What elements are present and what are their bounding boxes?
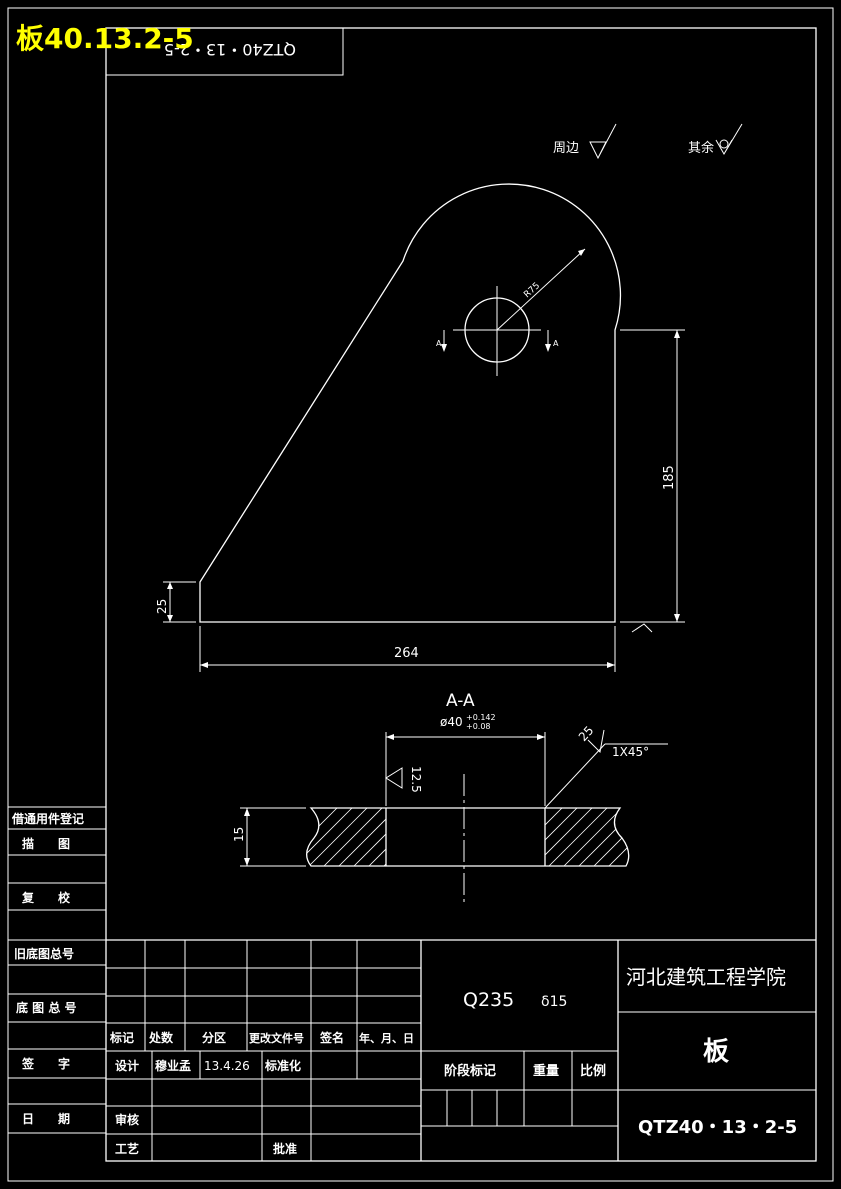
header-mark: 标记	[109, 1030, 134, 1045]
width-dimension: 264	[394, 646, 419, 661]
header-count: 处数	[148, 1030, 174, 1045]
section-body	[306, 807, 630, 867]
inner-border	[105, 27, 817, 1162]
institution: 河北建筑工程学院	[626, 965, 786, 989]
chamfer-label: 1X45°	[612, 745, 649, 759]
section-mark-left: A	[436, 339, 442, 348]
left-borrowed: 借通用件登记	[11, 811, 84, 826]
process-label: 工艺	[115, 1141, 139, 1156]
inverted-code-box	[105, 27, 344, 76]
approve-label: 批准	[273, 1141, 297, 1156]
review-label: 审核	[115, 1112, 139, 1127]
left-side-panel	[8, 806, 106, 1134]
header-date: 年、月、日	[359, 1031, 414, 1045]
left-date: 日 期	[22, 1111, 70, 1126]
roughness-other-label: 其余	[688, 140, 714, 156]
thickness-dimension: 15	[232, 827, 246, 842]
left-base: 底 图 总 号	[16, 1000, 77, 1015]
header-zone: 分区	[202, 1030, 226, 1045]
surface-roughness: 12.5	[409, 766, 423, 793]
section-title: A-A	[446, 691, 475, 711]
plate-thickness: δ15	[541, 994, 567, 1010]
material: Q235	[463, 989, 514, 1011]
inverted-code: QTZ40・13・2-5	[164, 40, 296, 59]
drawing-number: QTZ40・13・2-5	[638, 1117, 797, 1138]
stage-label: 阶段标记	[444, 1063, 496, 1079]
left-check: 复 校	[21, 890, 71, 905]
left-height-dimension: 25	[155, 599, 169, 614]
scale-label: 比例	[580, 1063, 606, 1079]
hatch-left	[306, 808, 386, 866]
left-old-base: 旧底图总号	[14, 946, 74, 961]
roughness-perimeter-icon	[589, 123, 617, 160]
title-block-grid	[106, 939, 816, 1161]
standard-label: 标准化	[264, 1058, 301, 1073]
design-date: 13.4.26	[204, 1059, 250, 1073]
tolerance-upper: +0.142	[466, 713, 496, 722]
tolerance-lower: +0.08	[466, 722, 491, 731]
weight-label: 重量	[533, 1063, 559, 1079]
chamfer-roughness: 25	[576, 723, 597, 744]
designer-name: 穆业孟	[155, 1058, 191, 1073]
bore-diameter: ø40	[440, 715, 463, 729]
section-mark-right: A	[553, 339, 559, 348]
part-name: 板	[703, 1037, 729, 1067]
roughness-other-icon	[715, 123, 743, 156]
header-change-doc: 更改文件号	[249, 1031, 304, 1045]
roughness-perimeter-label: 周边	[553, 141, 579, 156]
hatch-right	[545, 808, 629, 866]
left-trace: 描 图	[22, 836, 70, 851]
overlay-title: 板40.13.2-5	[16, 22, 194, 55]
height-dimension: 185	[662, 465, 677, 490]
plate-outline	[199, 183, 622, 623]
header-signature: 签名	[319, 1030, 344, 1045]
design-label: 设计	[115, 1058, 139, 1073]
left-sign: 签 字	[21, 1056, 70, 1071]
